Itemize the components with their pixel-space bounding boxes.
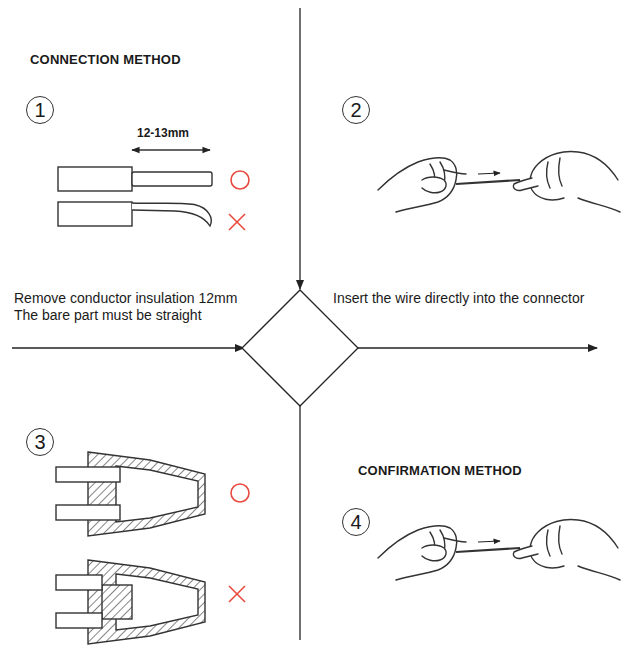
callout-number: 4 <box>342 508 370 536</box>
correct-mark <box>231 171 249 189</box>
dimension-label: 12-13mm <box>137 126 189 140</box>
section-heading: CONNECTION METHOD <box>30 52 181 68</box>
step-note: Insert the wire directly into the connec… <box>333 290 584 307</box>
callout-number: 1 <box>26 96 54 124</box>
hands-pull <box>378 520 620 581</box>
wrong-mark <box>229 586 245 602</box>
flow-lines <box>12 8 597 640</box>
connector-section-ok <box>56 452 205 536</box>
section-heading: CONFIRMATION METHOD <box>358 463 522 479</box>
step-note: Remove conductor insulation 12mm The bar… <box>14 290 254 324</box>
stripped-wire <box>58 150 212 226</box>
callout-number: 2 <box>342 96 370 124</box>
hands-insert <box>378 152 620 213</box>
connector-section-bad <box>56 560 205 644</box>
callout-number: 3 <box>26 428 54 456</box>
wrong-mark <box>229 214 245 230</box>
correct-mark <box>231 484 249 502</box>
